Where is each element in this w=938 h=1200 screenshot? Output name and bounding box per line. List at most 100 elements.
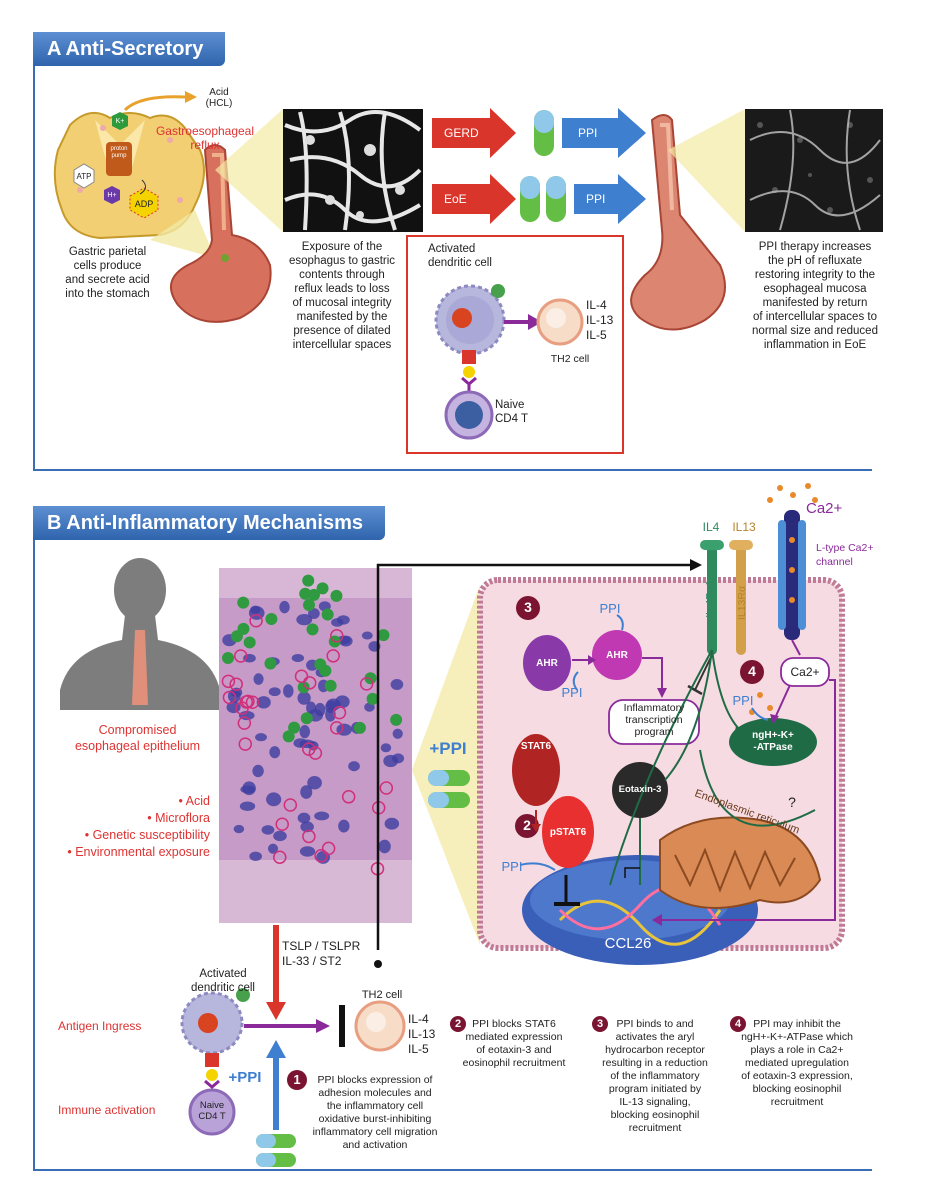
nucleus-dot: [233, 824, 245, 834]
antigen-ingress-label: Antigen Ingress: [58, 1019, 142, 1033]
il4ra1-label: IL-4Rα1: [704, 580, 716, 618]
nucleus-dot: [338, 819, 350, 833]
eoe-arrow: [432, 174, 516, 224]
inflam-prog-box: [608, 699, 700, 745]
ppi-capsules-bottom: [256, 1134, 296, 1167]
nucleus-dot: [253, 673, 264, 685]
panel-a-leftline: [33, 32, 35, 470]
eosinophil-dot: [282, 730, 295, 743]
eosinophil-dot: [288, 721, 301, 734]
factor-acid: • Acid: [178, 794, 210, 808]
cell-outline-dot: [359, 677, 374, 691]
factor-microflora: • Microflora: [147, 811, 210, 825]
stat6-label: STAT6: [520, 741, 552, 752]
ca2-outer-label: Ca2+: [806, 500, 843, 517]
panel-a: [33, 32, 872, 471]
panel-b-graphics: [60, 483, 845, 1167]
step4-circle: [740, 660, 764, 684]
stat6-shape: [512, 734, 560, 806]
nucleus-dot: [291, 653, 305, 663]
cell-outline-dot: [239, 695, 254, 709]
nucleus-dot: [273, 830, 287, 842]
nucleus-dot: [261, 825, 275, 835]
nucleus-dot: [269, 746, 281, 759]
cell-outline-dot: [229, 677, 243, 691]
nucleus-dot: [308, 608, 320, 619]
parietal-text: Gastric parietal cells produce and secre…: [65, 246, 150, 300]
nucleus-dot: [361, 631, 373, 640]
il13-label: IL13: [732, 520, 756, 534]
signal-line: [376, 563, 692, 950]
adp-icon: [129, 187, 159, 219]
cell-outline-dot: [245, 695, 260, 710]
eosinophil-dot: [237, 622, 250, 635]
gerd-label: GERD: [444, 126, 479, 140]
panel-b-leftline: [33, 506, 35, 1171]
eosinophil-dot: [353, 721, 366, 734]
eotaxin-shape: [612, 762, 668, 818]
pstat6-label: pSTAT6: [549, 827, 587, 838]
nucleus-dot: [348, 761, 360, 772]
cell-outline-dot: [273, 850, 287, 864]
eosinophil-dot: [321, 608, 334, 621]
eosinophil-dot: [297, 681, 310, 694]
il4-label: IL4: [702, 520, 720, 534]
eosinophil-dot: [316, 582, 329, 595]
eosinophil-dot: [237, 596, 250, 609]
nucleus-dot: [390, 678, 404, 690]
nucleus-dot: [384, 817, 400, 830]
cell-outline-dot: [294, 669, 309, 683]
eosinophil-dot: [264, 657, 277, 670]
step1-circle: 1: [287, 1070, 307, 1090]
exposure-text: Exposure of the esophagus to gastric con…: [288, 241, 396, 351]
l-type-channel: [784, 510, 800, 640]
nucleus-dot: [392, 753, 405, 764]
eosinophil-dot: [307, 588, 320, 601]
nucleus-dot: [283, 684, 294, 698]
acid-label: Acid (HCL): [205, 87, 233, 109]
nucleus-dot: [378, 839, 391, 854]
cell-outline-dot: [222, 690, 237, 705]
nucleus-dot: [252, 764, 264, 778]
cell-outline-dot: [233, 649, 248, 663]
eosinophil-dot: [324, 679, 337, 692]
nucleus-dot: [299, 846, 316, 857]
immune-box: [406, 235, 624, 454]
ppi-nucleus-label: PPI: [501, 859, 523, 874]
il13ra-label: IL13Rα: [736, 585, 748, 621]
restored-mucosa-image: [745, 109, 883, 232]
cell-outline-dot: [221, 674, 236, 689]
panel-b-bottomline: [33, 1169, 872, 1171]
nucleus-dot: [331, 618, 344, 627]
il-list-b: IL-4 IL-13 IL-5: [408, 1012, 436, 1056]
question-label: ?: [788, 794, 796, 810]
atp-icon: [73, 163, 95, 189]
eosinophil-dot: [366, 692, 379, 705]
cell-outline-dot: [330, 628, 344, 643]
eosinophil-dot: [243, 636, 256, 649]
factor-genetic: • Genetic susceptibility: [84, 828, 210, 842]
eosinophil-dot: [314, 658, 327, 671]
healed-stomach-shape: [630, 114, 726, 331]
eosinophil-dot: [299, 587, 312, 600]
adp-label: ADP: [134, 199, 154, 209]
cell-outline-dot: [379, 781, 394, 795]
step2-circle: [515, 814, 539, 838]
k-ion-label: K+: [115, 118, 125, 125]
acid-arrow: [123, 95, 186, 112]
ahr-label-2: AHR: [606, 650, 628, 661]
therapy-text: PPI therapy increases the pH of refluxat…: [752, 241, 878, 351]
nucleus-dot: [266, 792, 282, 807]
naive-cd4-b: [188, 1088, 236, 1136]
step3-circle: [516, 596, 540, 620]
plus-ppi-right: +PPI: [429, 739, 467, 758]
ca2-inner-label: Ca2+: [790, 665, 820, 679]
nucleus-dot: [307, 775, 322, 790]
human-silhouette: [60, 558, 220, 710]
dendritic-cell-b: [180, 988, 250, 1055]
caption-3: PPI binds to and activates the aryl hydr…: [602, 1018, 708, 1134]
cell-outline-dot: [332, 705, 347, 720]
h-ion-icon: [104, 186, 120, 204]
eosinophil-dot: [390, 713, 403, 726]
il13-receptor: [736, 545, 746, 655]
